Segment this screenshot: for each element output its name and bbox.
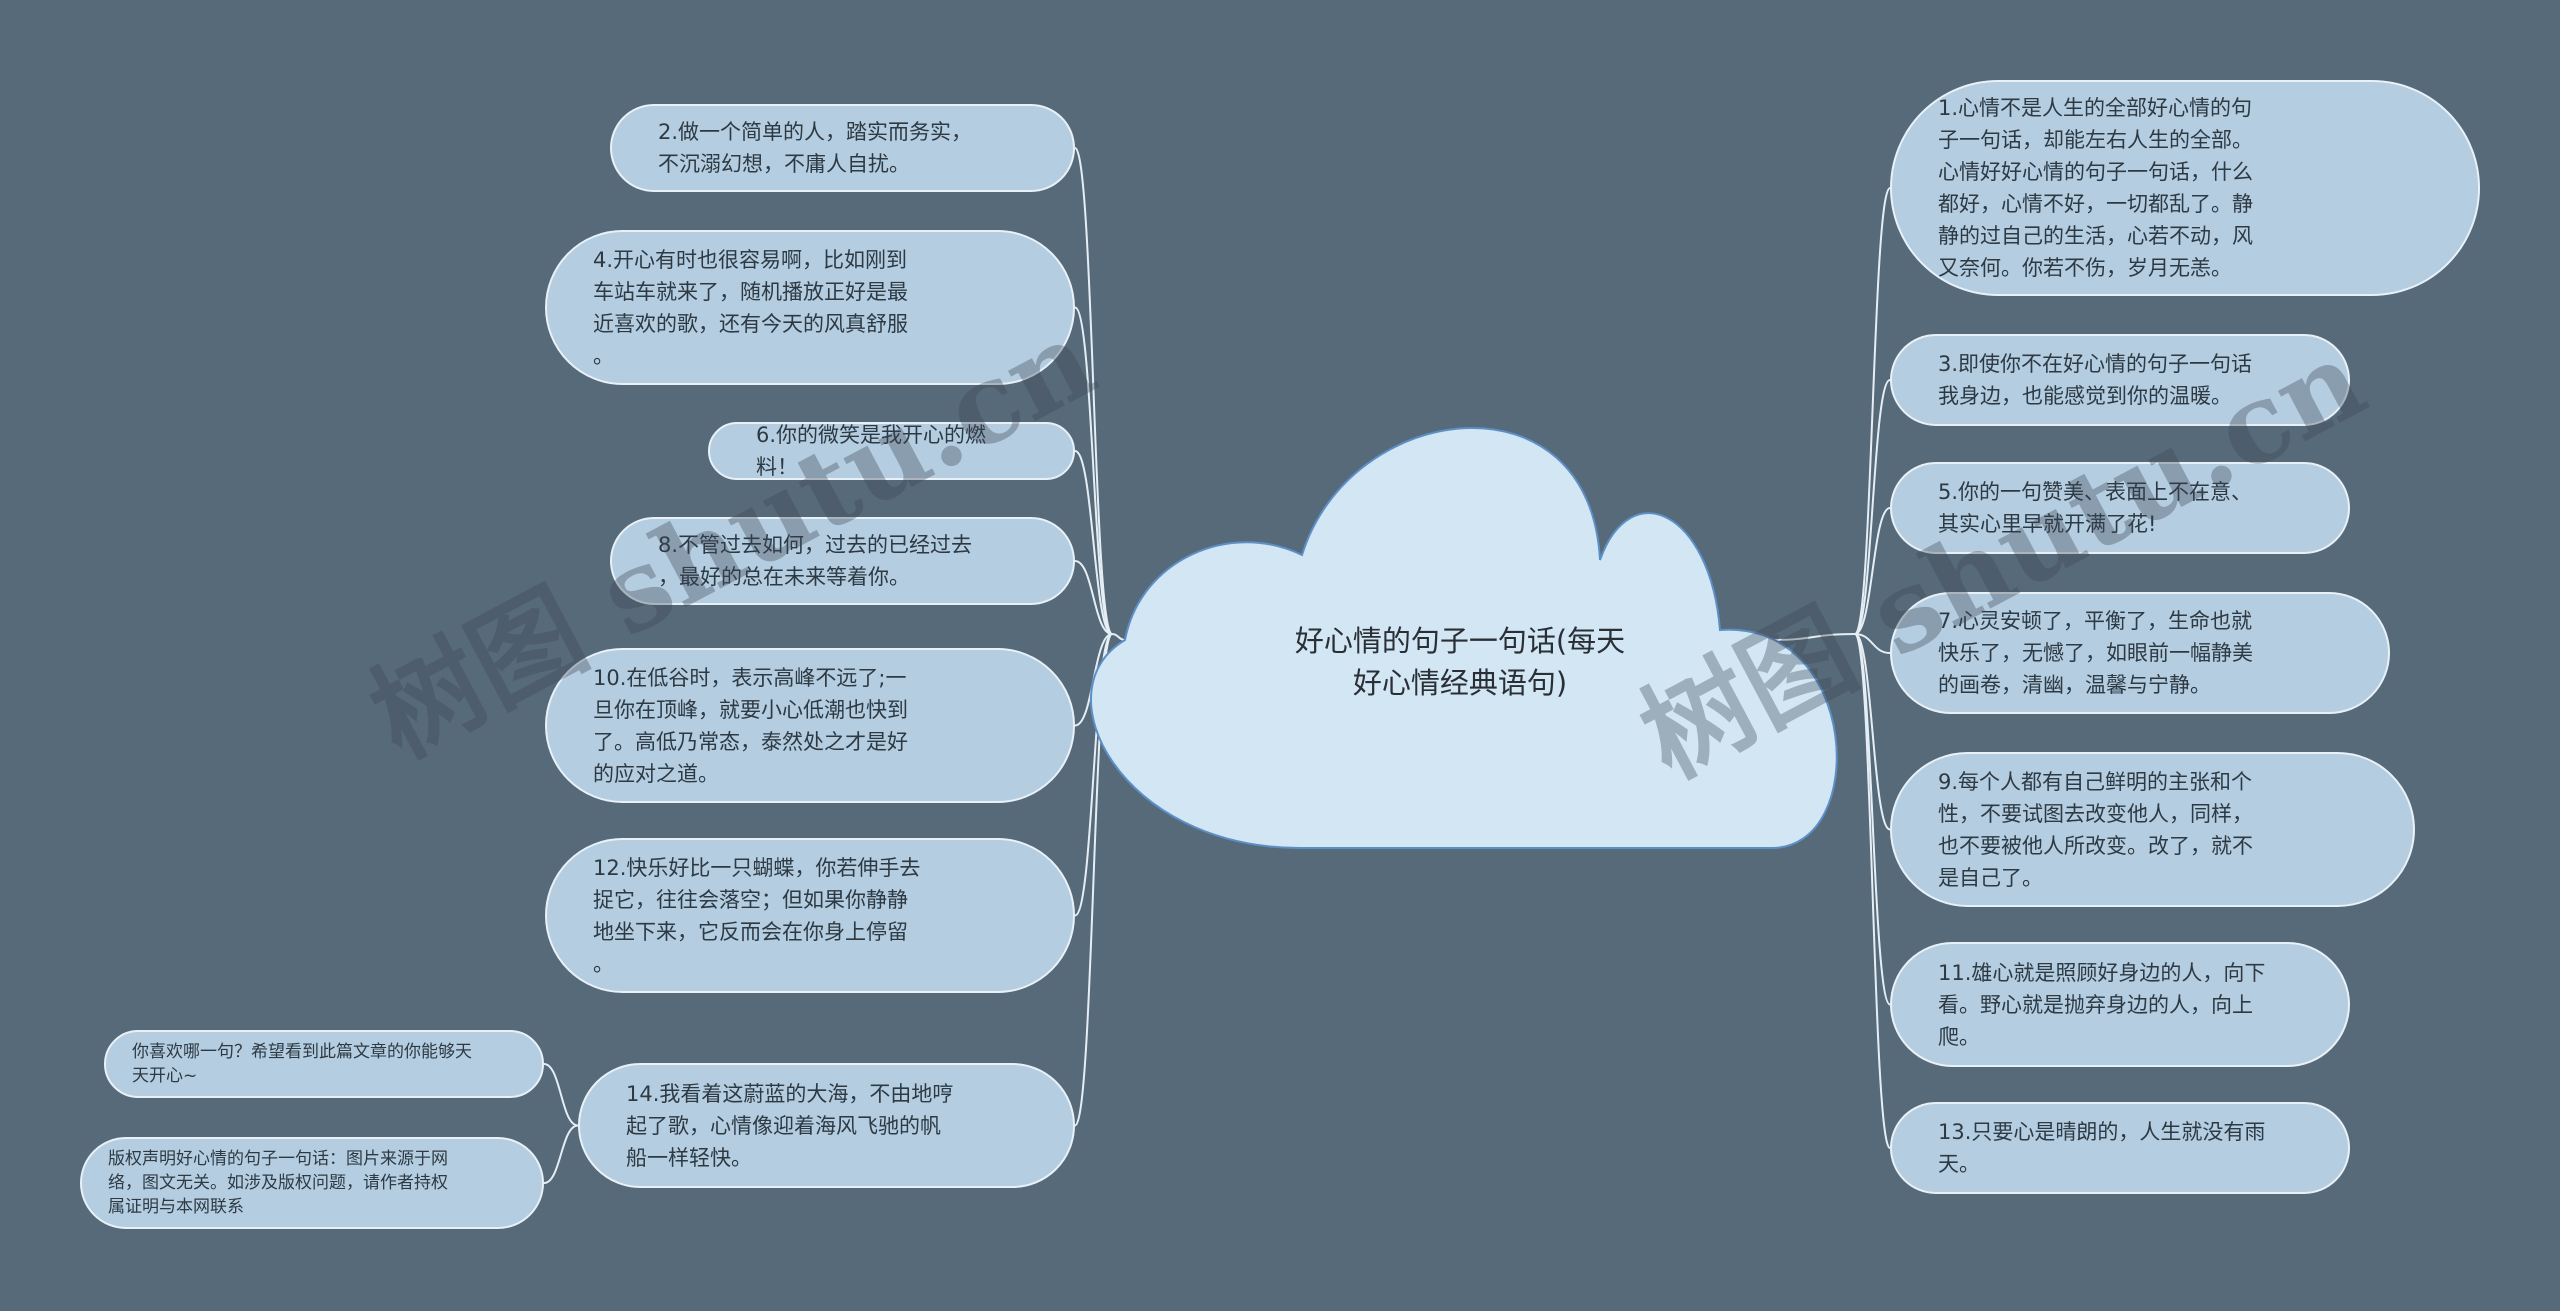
connector-l2: [1074, 147, 1113, 635]
sub-node-copyright[interactable]: 版权声明好心情的句子一句话：图片来源于网 络，图文无关。如涉及版权问题，请作者持…: [80, 1137, 544, 1229]
connector-s2: [543, 1124, 579, 1184]
sub-node-text: 版权声明好心情的句子一句话：图片来源于网 络，图文无关。如涉及版权问题，请作者持…: [108, 1149, 448, 1217]
branch-node-14[interactable]: 14.我看着这蔚蓝的大海，不由地哼 起了歌，心情像迎着海风飞驰的帆 船一样轻快。: [578, 1063, 1075, 1188]
connector-lines: [543, 147, 1891, 1184]
center-cloud-shape: [1089, 426, 1838, 849]
connector-r5: [1854, 507, 1891, 635]
branch-node-text: 2.做一个简单的人，踏实而务实， 不沉溺幻想，不庸人自扰。: [658, 120, 973, 176]
branch-node-4[interactable]: 4.开心有时也很容易啊，比如刚到 车站车就来了，随机播放正好是最 近喜欢的歌，还…: [545, 230, 1075, 385]
branch-node-12[interactable]: 12.快乐好比一只蝴蝶，你若伸手去 捉它，往往会落空；但如果你静静 地坐下来，它…: [545, 838, 1075, 993]
branch-node-7[interactable]: 7.心灵安顿了，平衡了，生命也就 快乐了，无憾了，如眼前一幅静美 的画卷，清幽，…: [1890, 592, 2390, 714]
branch-node-9[interactable]: 9.每个人都有自己鲜明的主张和个 性，不要试图去改变他人，同样， 也不要被他人所…: [1890, 752, 2415, 907]
branch-node-text: 5.你的一句赞美、表面上不在意、 其实心里早就开满了花!: [1938, 480, 2253, 536]
connector-r3: [1854, 379, 1891, 635]
branch-node-text: 14.我看着这蔚蓝的大海，不由地哼 起了歌，心情像迎着海风飞驰的帆 船一样轻快。: [626, 1081, 954, 1170]
branch-node-8[interactable]: 8.不管过去如何，过去的已经过去 ，最好的总在未来等着你。: [610, 517, 1075, 605]
branch-node-text: 10.在低谷时，表示高峰不远了;一 旦你在顶峰，就要小心低潮也快到 了。高低乃常…: [593, 665, 908, 786]
connector-r13: [1854, 633, 1891, 1149]
branch-node-text: 7.心灵安顿了，平衡了，生命也就 快乐了，无憾了，如眼前一幅静美 的画卷，清幽，…: [1938, 609, 2253, 697]
connector-l4: [1074, 306, 1113, 635]
branch-node-text: 3.即使你不在好心情的句子一句话 我身边，也能感觉到你的温暖。: [1938, 352, 2253, 408]
branch-node-text: 13.只要心是晴朗的，人生就没有雨 天。: [1938, 1120, 2266, 1176]
branch-node-10[interactable]: 10.在低谷时，表示高峰不远了;一 旦你在顶峰，就要小心低潮也快到 了。高低乃常…: [545, 648, 1075, 803]
branch-node-13[interactable]: 13.只要心是晴朗的，人生就没有雨 天。: [1890, 1102, 2350, 1194]
branch-node-text: 9.每个人都有自己鲜明的主张和个 性，不要试图去改变他人，同样， 也不要被他人所…: [1938, 769, 2253, 890]
connector-r11: [1854, 633, 1891, 1006]
connector-r7: [1854, 633, 1891, 654]
branch-node-text: 8.不管过去如何，过去的已经过去 ，最好的总在未来等着你。: [658, 533, 973, 589]
branch-node-1[interactable]: 1.心情不是人生的全部好心情的句 子一句话，却能左右人生的全部。 心情好好心情的…: [1890, 80, 2480, 296]
connector-l6: [1074, 450, 1113, 635]
branch-node-5[interactable]: 5.你的一句赞美、表面上不在意、 其实心里早就开满了花!: [1890, 462, 2350, 554]
branch-node-2[interactable]: 2.做一个简单的人，踏实而务实， 不沉溺幻想，不庸人自扰。: [610, 104, 1075, 192]
branch-node-text: 4.开心有时也很容易啊，比如刚到 车站车就来了，随机播放正好是最 近喜欢的歌，还…: [593, 247, 908, 368]
connector-l8: [1074, 560, 1113, 635]
center-topic-label[interactable]: 好心情的句子一句话(每天 好心情经典语句): [1294, 624, 1626, 700]
connector-l12: [1074, 633, 1113, 917]
connector-r9: [1854, 633, 1891, 831]
branch-node-3[interactable]: 3.即使你不在好心情的句子一句话 我身边，也能感觉到你的温暖。: [1890, 334, 2350, 426]
branch-node-11[interactable]: 11.雄心就是照顾好身边的人，向下 看。野心就是抛弃身边的人，向上 爬。: [1890, 942, 2350, 1067]
branch-node-text: 12.快乐好比一只蝴蝶，你若伸手去 捉它，往往会落空；但如果你静静 地坐下来，它…: [593, 855, 921, 976]
branch-node-text: 6.你的微笑是我开心的燃料！: [756, 423, 987, 479]
branch-node-text: 11.雄心就是照顾好身边的人，向下 看。野心就是抛弃身边的人，向上 爬。: [1938, 960, 2266, 1049]
branch-node-text: 1.心情不是人生的全部好心情的句 子一句话，却能左右人生的全部。 心情好好心情的…: [1938, 96, 2253, 280]
sub-node-text: 你喜欢哪一句？希望看到此篇文章的你能够天 天开心~: [132, 1042, 472, 1086]
connector-r1: [1854, 187, 1891, 635]
connector-s1: [543, 1063, 579, 1127]
branch-node-6[interactable]: 6.你的微笑是我开心的燃料！: [708, 422, 1075, 480]
sub-node-question[interactable]: 你喜欢哪一句？希望看到此篇文章的你能够天 天开心~: [104, 1030, 544, 1098]
center-to-left-hub: [1111, 633, 1126, 641]
center-to-right-hub: [1771, 633, 1856, 641]
